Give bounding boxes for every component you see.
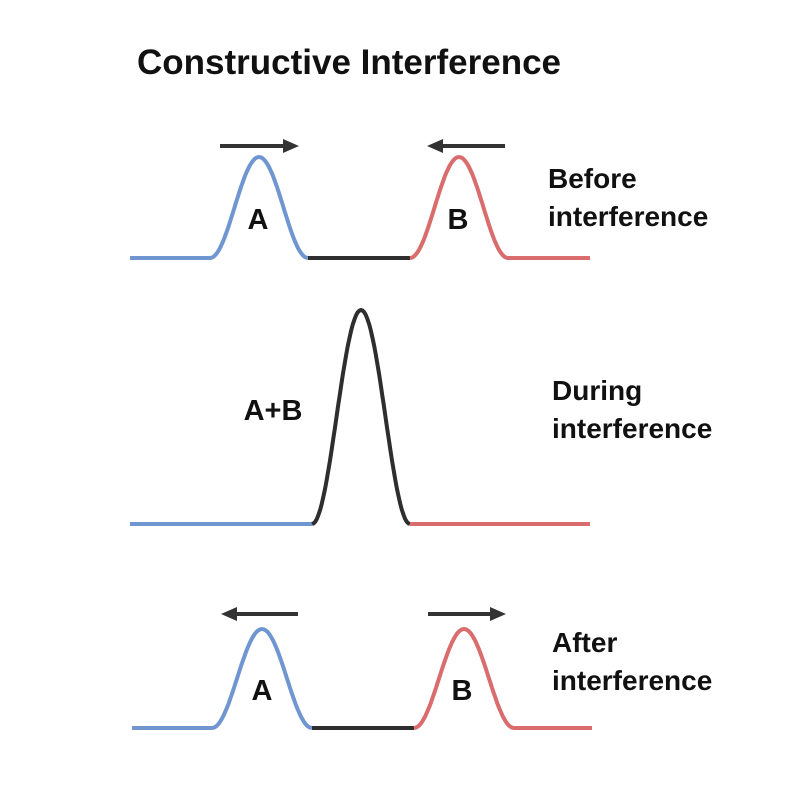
arrow-head <box>221 607 237 621</box>
label-a: A <box>248 204 269 236</box>
arrow-right-icon <box>220 139 299 153</box>
arrow-left-icon <box>221 607 298 621</box>
diagram-title: Constructive Interference <box>137 43 561 82</box>
label-b: B <box>452 675 473 707</box>
combined-wave <box>311 307 411 526</box>
arrow-head <box>427 139 443 153</box>
stage-label-line2: interference <box>548 201 708 232</box>
wave-a <box>130 154 309 260</box>
panel-during: A+B During interference <box>130 307 712 526</box>
stage-label-line1: After <box>552 627 617 658</box>
arrow-head <box>283 139 299 153</box>
wave-b <box>409 154 590 260</box>
stage-label-line1: Before <box>548 163 637 194</box>
arrow-left-icon <box>427 139 505 153</box>
stage-label-line2: interference <box>552 665 712 696</box>
stage-label-line2: interference <box>552 413 712 444</box>
arrow-head <box>490 607 506 621</box>
label-a: A <box>252 675 273 707</box>
label-a-plus-b: A+B <box>244 395 303 427</box>
stage-label-line1: During <box>552 375 642 406</box>
label-b: B <box>448 204 469 236</box>
panel-after: A B After interference <box>132 607 712 730</box>
wave-b <box>413 626 592 730</box>
arrow-right-icon <box>428 607 506 621</box>
panel-before: A B Before interference <box>130 139 708 260</box>
wave-a <box>132 626 313 730</box>
